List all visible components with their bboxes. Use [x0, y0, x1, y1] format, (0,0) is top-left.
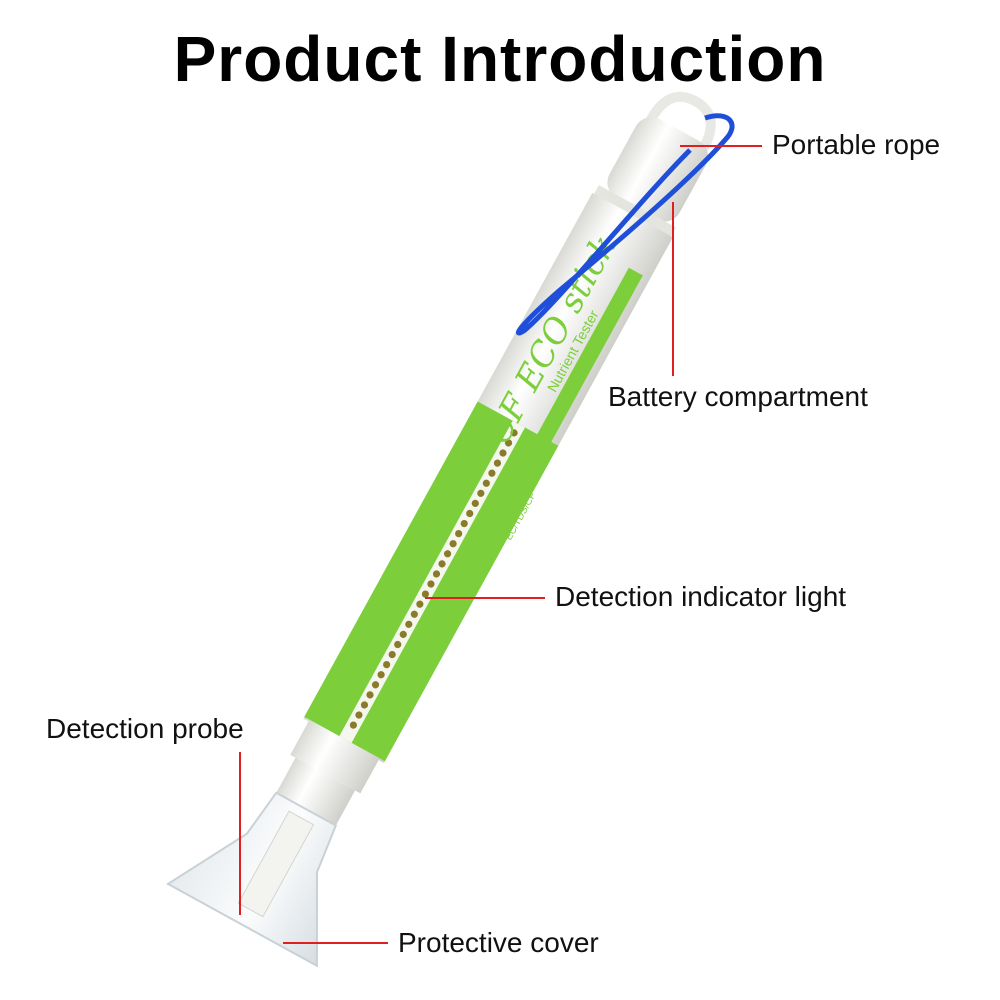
- indicator-led: [405, 620, 413, 628]
- indicator-led: [399, 630, 407, 639]
- indicator-led: [388, 650, 396, 659]
- indicator-led: [510, 429, 518, 437]
- indicator-led: [449, 540, 457, 548]
- indicator-led: [410, 610, 418, 618]
- indicator-led: [493, 459, 502, 467]
- page-title: Product Introduction: [173, 23, 827, 95]
- indicator-led: [349, 721, 357, 729]
- label-detection-probe: Detection probe: [46, 713, 244, 744]
- indicator-led: [355, 711, 363, 719]
- indicator-led: [499, 449, 507, 457]
- indicator-led: [360, 701, 369, 709]
- indicator-led: [488, 469, 496, 477]
- nutrient-tester-pen: CF ECO stick Nutrient Tester EC/TDS/CF: [165, 91, 716, 968]
- probe: [237, 810, 315, 918]
- indicator-led: [477, 489, 485, 497]
- indicator-led: [455, 530, 463, 538]
- portable-rope: [515, 113, 735, 336]
- leader-lines: [239, 145, 762, 944]
- indicator-led: [471, 499, 479, 507]
- indicator-led: [421, 590, 430, 598]
- indicator-led: [443, 550, 452, 558]
- indicator-leds: [349, 429, 518, 729]
- indicator-led: [427, 580, 435, 588]
- indicator-led: [504, 439, 513, 447]
- label-protective-cover: Protective cover: [398, 927, 599, 958]
- indicator-led: [482, 479, 490, 487]
- indicator-led: [394, 640, 402, 649]
- indicator-led: [466, 509, 474, 518]
- label-detection-indicator-light: Detection indicator light: [555, 581, 847, 612]
- indicator-led: [377, 671, 385, 679]
- indicator-led: [383, 661, 391, 669]
- label-portable-rope: Portable rope: [772, 129, 941, 160]
- indicator-led: [438, 560, 446, 568]
- top-loop: [646, 91, 716, 152]
- battery-cap: [607, 117, 708, 222]
- collar: [269, 757, 356, 839]
- indicator-led: [371, 681, 380, 689]
- label-battery-compartment: Battery compartment: [608, 381, 868, 412]
- indicator-led: [416, 600, 424, 608]
- indicator-led: [460, 519, 468, 528]
- indicator-led: [366, 691, 374, 699]
- indicator-led: [432, 570, 441, 578]
